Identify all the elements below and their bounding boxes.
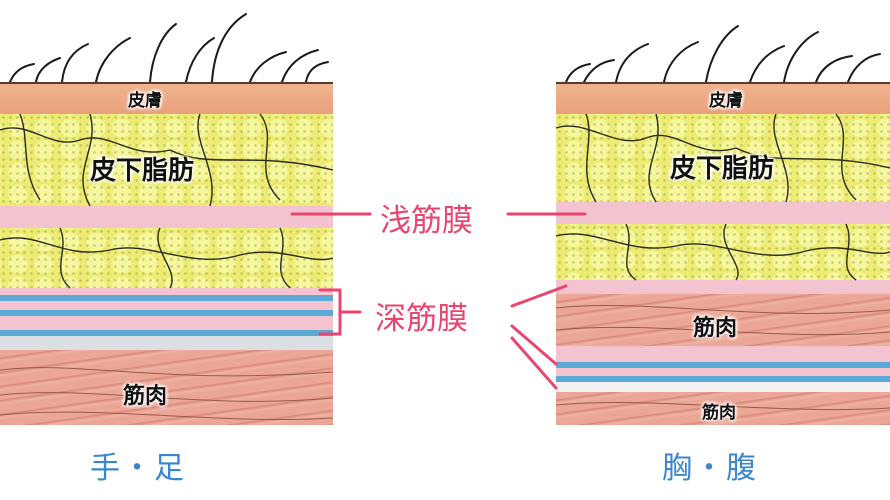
limbs-caption: 手・足 — [90, 443, 186, 487]
trunk-caption: 胸・腹 — [662, 443, 758, 487]
superficial-fascia-label: 浅筋膜 — [380, 195, 473, 240]
deep-fascia-label: 深筋膜 — [375, 293, 468, 338]
